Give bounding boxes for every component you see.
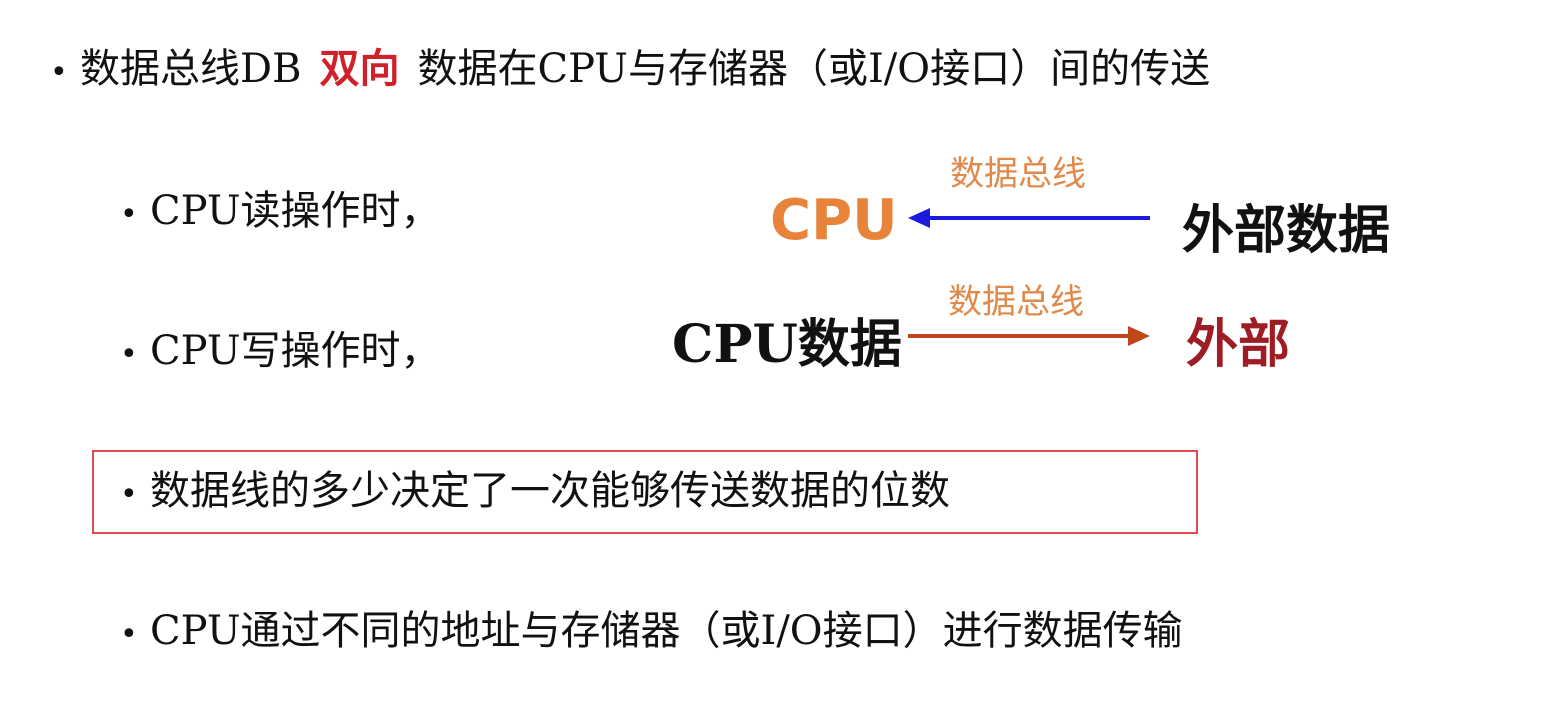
read-external-data-label: 外部数据 <box>1182 200 1391 261</box>
highlight-box <box>92 450 1198 534</box>
write-external-label: 外部 <box>1186 314 1291 375</box>
addressing-text: CPU通过不同的地址与存储器（或I/O接口）进行数据传输 <box>150 608 1183 654</box>
data-bus-description: 数据在CPU与存储器（或I/O接口）间的传送 <box>417 46 1211 92</box>
write-cpu-data-label: CPU数据 <box>672 314 902 375</box>
write-arrow <box>908 326 1150 346</box>
bullet-dot: • <box>120 337 138 372</box>
bullet-cpu-read: • CPU读操作时， <box>120 186 441 240</box>
bullet-dot: • <box>120 617 138 652</box>
bullet-data-width: • 数据线的多少决定了一次能够传送数据的位数 <box>120 466 950 520</box>
bullet-dot: • <box>120 197 138 232</box>
read-bus-label: 数据总线 <box>950 154 1086 194</box>
data-width-text: 数据线的多少决定了一次能够传送数据的位数 <box>150 468 950 514</box>
write-bus-label: 数据总线 <box>948 282 1084 322</box>
bullet-dot: • <box>50 55 68 90</box>
read-cpu-label: CPU <box>770 188 898 253</box>
read-arrow <box>908 208 1150 228</box>
cpu-write-text: CPU写操作时， <box>150 328 441 374</box>
bullet-data-bus-definition: • 数据总线DB 双向数据在CPU与存储器（或I/O接口）间的传送 <box>50 44 1210 98</box>
bullet-dot: • <box>120 477 138 512</box>
data-bus-term: 数据总线DB <box>80 46 302 92</box>
bullet-addressing: • CPU通过不同的地址与存储器（或I/O接口）进行数据传输 <box>120 606 1183 660</box>
cpu-read-text: CPU读操作时， <box>150 188 441 234</box>
bidirectional-emphasis: 双向 <box>319 45 400 92</box>
bullet-cpu-write: • CPU写操作时， <box>120 326 441 380</box>
